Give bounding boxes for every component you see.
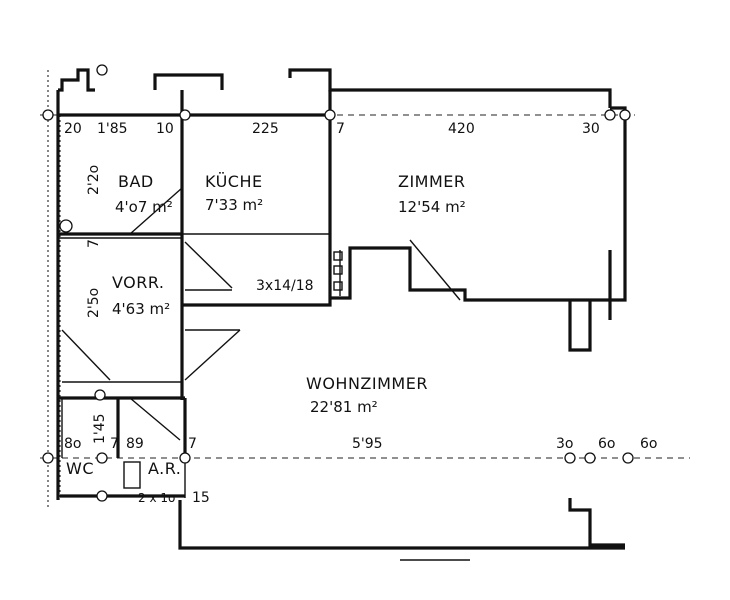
dim-top-2: 1'85 xyxy=(97,121,128,137)
stair-shaft xyxy=(123,251,343,489)
room-area-bad: 4'o7 m² xyxy=(115,198,173,216)
grid-markers xyxy=(42,64,634,502)
dim-bottom-8: 6o xyxy=(640,436,657,452)
stair-note: 3x14/18 xyxy=(256,278,314,294)
room-area-zimmer: 12'54 m² xyxy=(398,198,466,216)
dim-bottom-4: 7 xyxy=(188,436,197,452)
door-swings xyxy=(61,187,461,441)
dim-left-1: 2'2o xyxy=(86,165,102,195)
dim-top-4: 225 xyxy=(252,121,279,137)
room-name-kueche: KÜCHE xyxy=(205,172,263,191)
room-name-wc: WC xyxy=(66,459,94,478)
room-labels: BAD 4'o7 m² KÜCHE 7'33 m² ZIMMER 12'54 m… xyxy=(66,172,466,478)
dim-top-3: 10 xyxy=(156,121,174,137)
dimension-labels: 20 1'85 10 225 7 420 30 2'2o 7 2'5o 1'45… xyxy=(64,121,657,506)
dim-misc-1: 2 x 1o xyxy=(138,491,175,505)
dim-bottom-2: 7 xyxy=(110,436,119,452)
dim-bottom-6: 3o xyxy=(556,436,573,452)
dim-left-2: 7 xyxy=(86,239,102,248)
room-name-bad: BAD xyxy=(118,172,154,191)
thin-lines xyxy=(58,233,341,498)
dim-top-6: 420 xyxy=(448,121,475,137)
room-area-vorr: 4'63 m² xyxy=(112,300,170,318)
dim-top-7: 30 xyxy=(582,121,600,137)
dim-bottom-1: 8o xyxy=(64,436,81,452)
room-name-vorr: VORR. xyxy=(112,273,165,292)
dim-left-4: 1'45 xyxy=(92,413,108,444)
walls xyxy=(56,68,627,561)
dim-bottom-3: 89 xyxy=(126,436,144,452)
room-name-zimmer: ZIMMER xyxy=(398,172,466,191)
room-name-wohnzimmer: WOHNZIMMER xyxy=(306,374,428,393)
dim-left-3: 2'5o xyxy=(86,288,102,318)
dim-top-5: 7 xyxy=(336,121,345,137)
dim-bottom-7: 6o xyxy=(598,436,615,452)
room-name-ar: A.R. xyxy=(148,459,181,478)
room-area-wohnzimmer: 22'81 m² xyxy=(310,398,378,416)
room-area-kueche: 7'33 m² xyxy=(205,196,263,214)
dim-misc-2: 15 xyxy=(192,490,210,506)
dim-top-1: 20 xyxy=(64,121,82,137)
dim-bottom-5: 5'95 xyxy=(352,436,383,452)
